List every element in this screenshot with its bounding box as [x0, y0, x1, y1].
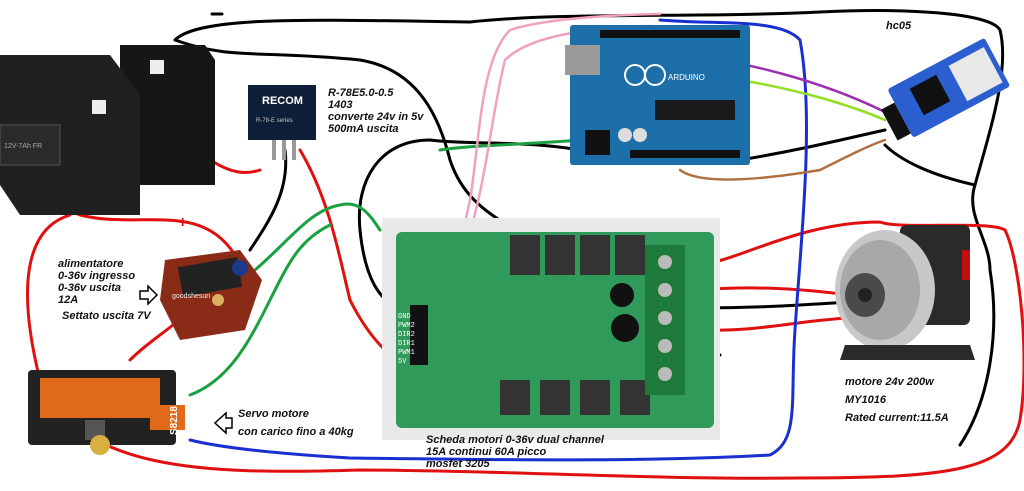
- motor-driver-board: GND PWM2 DIR2 DIR1 PWM1 5V: [382, 218, 720, 440]
- black-wire-hc05-gnd: [738, 128, 887, 162]
- black-wire-regulator-left: [248, 148, 288, 252]
- svg-text:goodshesun: goodshesun: [172, 293, 210, 300]
- arduino-label: ARDUINO: [668, 73, 705, 82]
- regulator-model: R-78-E series: [256, 118, 293, 124]
- arrow-to-supply: [139, 284, 159, 306]
- board-pin-gnd: GND: [398, 313, 411, 321]
- black-wire-motor: [698, 300, 852, 310]
- pointer-arrows: [139, 284, 233, 435]
- red-wire-motor-2: [698, 316, 852, 332]
- battery-pack: 12V-7Ah FR: [0, 45, 215, 215]
- lime-wire: [738, 78, 887, 122]
- servo-label: S8218: [169, 406, 180, 435]
- board-pin-dir1: DIR1: [398, 340, 415, 348]
- battery-front-terminal: [92, 100, 106, 114]
- battery-back: [120, 45, 215, 185]
- hc05-label: hc05: [886, 20, 912, 32]
- battery-back-terminal: [150, 60, 164, 74]
- board-pin-5v: 5V: [398, 358, 407, 366]
- dc-motor: [835, 225, 975, 360]
- servo-description-label: Servo motore con carico fino a 40kg: [238, 408, 354, 438]
- green-wire-supply-to-board: [253, 202, 382, 272]
- green-wire-servo: [188, 223, 332, 397]
- board-pin-pwm2: PWM2: [398, 322, 415, 330]
- regulator-label: R-78E5.0-0.5 1403 converte 24v in 5v 500…: [328, 87, 424, 135]
- battery-label: 12V-7Ah FR: [4, 143, 42, 150]
- motor-label: motore 24v 200w MY1016 Rated current:11.…: [845, 376, 949, 424]
- blue-wire-arduino-to-servo: [188, 18, 808, 462]
- step-up-module: goodshesun: [160, 250, 262, 340]
- regulator-brand: RECOM: [262, 95, 303, 107]
- power-supply-label: alimentatore 0-36v ingresso 0-36v uscita…: [58, 258, 136, 306]
- servo-motor: S8218: [28, 370, 185, 455]
- arduino-board: ARDUINO: [565, 25, 750, 165]
- motor-board-label: Scheda motori 0-36v dual channel 15A con…: [426, 434, 604, 470]
- hc05-module: [881, 38, 1010, 141]
- black-wire-top-loop: [173, 9, 1005, 447]
- red-wire-motor-1: [698, 286, 852, 297]
- arrow-to-servo: [213, 411, 233, 435]
- blue-wires: [188, 18, 808, 462]
- green-wire-arduino: [438, 138, 582, 152]
- voltage-regulator: RECOM R-78-E series: [248, 85, 316, 160]
- green-wires: [188, 138, 582, 397]
- brown-wire: [678, 138, 887, 181]
- red-wire-outer-loop: [26, 213, 1024, 480]
- plus-sign: +: [178, 214, 187, 231]
- battery-front: [0, 55, 140, 215]
- board-pin-dir2: DIR2: [398, 331, 415, 339]
- power-supply-setting-label: Settato uscita 7V: [62, 310, 151, 322]
- board-pin-pwm1: PWM1: [398, 349, 415, 357]
- black-wire-right-branch: [883, 143, 977, 187]
